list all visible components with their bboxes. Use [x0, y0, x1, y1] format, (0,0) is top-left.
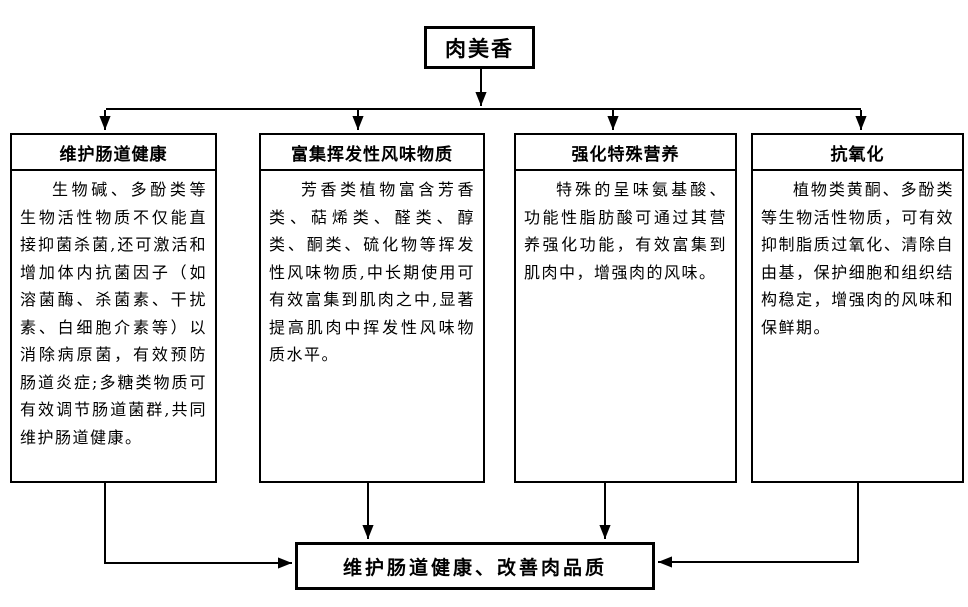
- branch-special-nutrition-description: 特殊的呈味氨基酸、功能性脂肪酸可通过其营养强化功能，有效富集到肌肉中，增强肉的风…: [524, 180, 727, 282]
- branch-antioxidant-title: 抗氧化: [753, 135, 962, 171]
- root-node-label: 肉美香: [445, 35, 514, 61]
- branch-special-nutrition-title: 强化特殊营养: [516, 135, 735, 171]
- branch-volatile-flavor-description: 芳香类植物富含芳香类、萜烯类、醛类、醇类、酮类、硫化物等挥发性风味物质,中长期使…: [269, 180, 475, 365]
- outcome-node-label: 维护肠道健康、改善肉品质: [342, 556, 607, 579]
- branch-volatile-flavor: 富集挥发性风味物质 芳香类植物富含芳香类、萜烯类、醛类、醇类、酮类、硫化物等挥发…: [259, 133, 485, 483]
- root-node-box: 肉美香: [424, 26, 535, 69]
- branch-antioxidant: 抗氧化 植物类黄酮、多酚类等生物活性物质，可有效抑制脂质过氧化、清除自由基，保护…: [751, 133, 964, 483]
- branch-special-nutrition: 强化特殊营养 特殊的呈味氨基酸、功能性脂肪酸可通过其营养强化功能，有效富集到肌肉…: [514, 133, 737, 483]
- branch-gut-health-description: 生物碱、多酚类等生物活性物质不仅能直接抑菌杀菌,还可激活和增加体内抗菌因子（如溶…: [20, 180, 207, 447]
- branch-antioxidant-description: 植物类黄酮、多酚类等生物活性物质，可有效抑制脂质过氧化、清除自由基，保护细胞和组…: [761, 180, 954, 337]
- outcome-node-box: 维护肠道健康、改善肉品质: [295, 542, 655, 590]
- branch-volatile-flavor-title: 富集挥发性风味物质: [261, 135, 483, 171]
- branch-gut-health-title: 维护肠道健康: [12, 135, 215, 171]
- branch-gut-health: 维护肠道健康 生物碱、多酚类等生物活性物质不仅能直接抑菌杀菌,还可激活和增加体内…: [10, 133, 217, 483]
